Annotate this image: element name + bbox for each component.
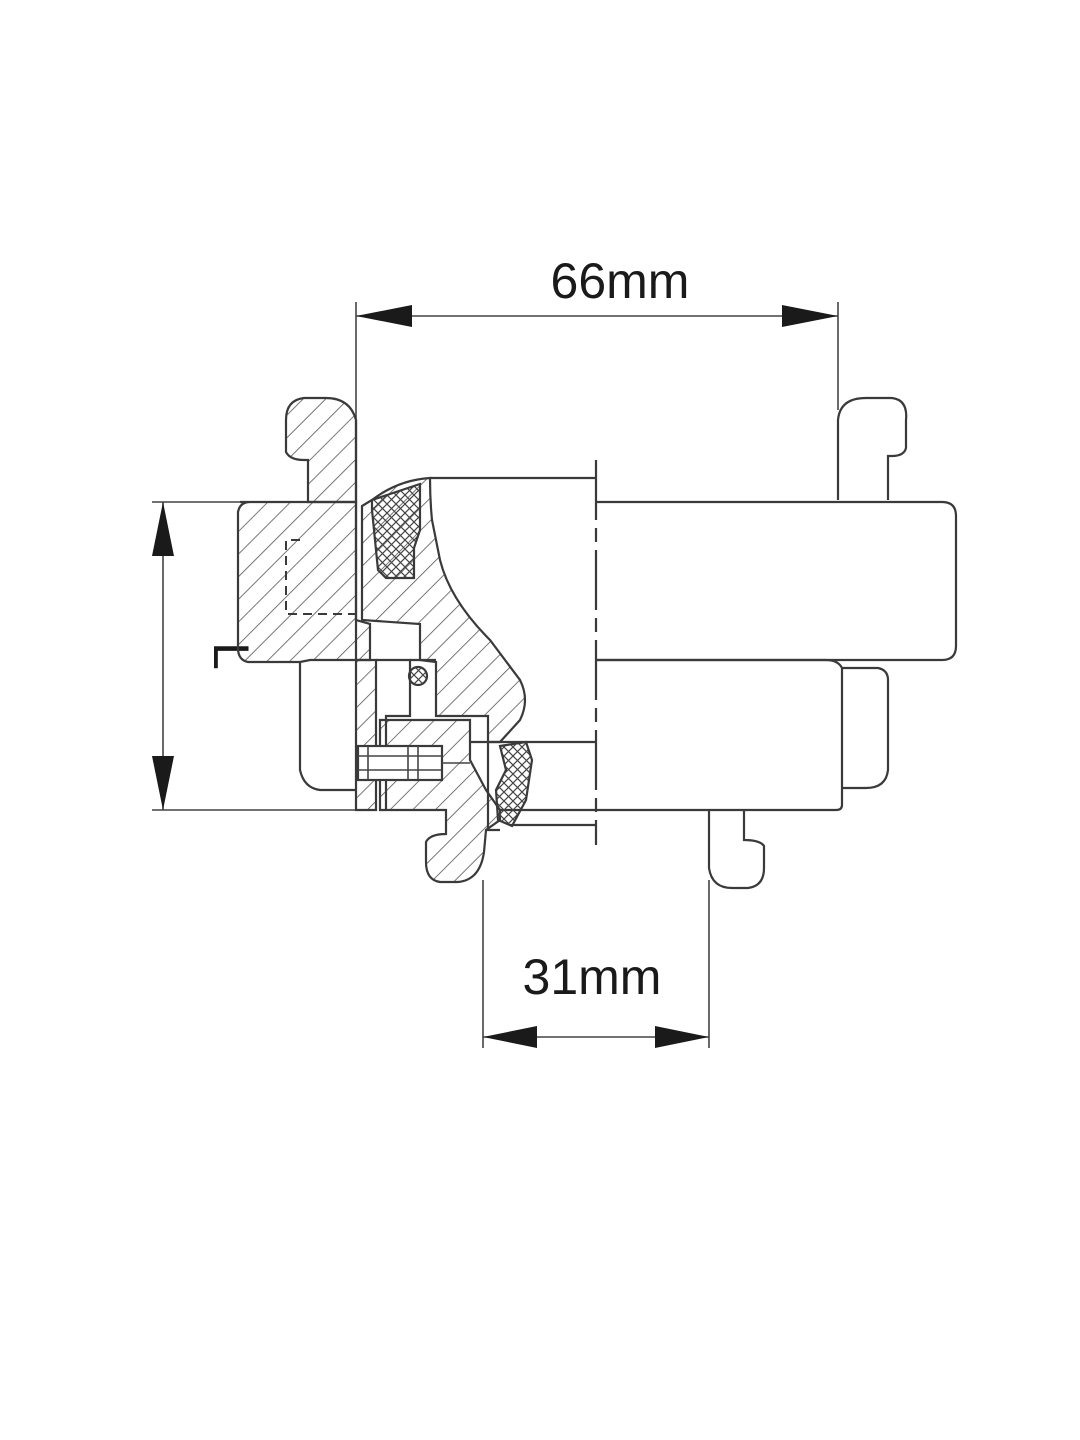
arrowhead-right [655, 1026, 709, 1048]
claw-side-right [842, 666, 890, 790]
o-ring-icon [407, 665, 429, 687]
coupling-section-left [236, 396, 534, 884]
arrowhead-left [483, 1026, 537, 1048]
hidden-lines [285, 539, 356, 615]
label-31mm: 31mm [523, 949, 662, 1005]
arrowhead-top [152, 502, 174, 556]
pin-line [486, 742, 500, 832]
outer-tube [596, 500, 958, 662]
bottom-seal [494, 740, 534, 828]
bottom-claw-left [378, 718, 502, 884]
arrowhead-bottom [152, 756, 174, 810]
coupling-outline-right [430, 396, 958, 890]
claw-bottom-right [707, 810, 766, 890]
label-66mm: 66mm [551, 253, 690, 309]
dimension-66mm: 66mm [355, 253, 839, 520]
outer-flange [236, 500, 372, 664]
lower-web [354, 658, 378, 812]
arrowhead-right [782, 305, 838, 327]
claw-top-left [284, 396, 358, 504]
dimension-31mm: 31mm [482, 880, 710, 1048]
arrowhead-left [356, 305, 412, 327]
claw-top-right [836, 396, 908, 500]
screw-icon [356, 744, 470, 782]
lower-body [500, 658, 844, 812]
top-seal [370, 482, 422, 580]
lower-left-step [298, 662, 356, 792]
